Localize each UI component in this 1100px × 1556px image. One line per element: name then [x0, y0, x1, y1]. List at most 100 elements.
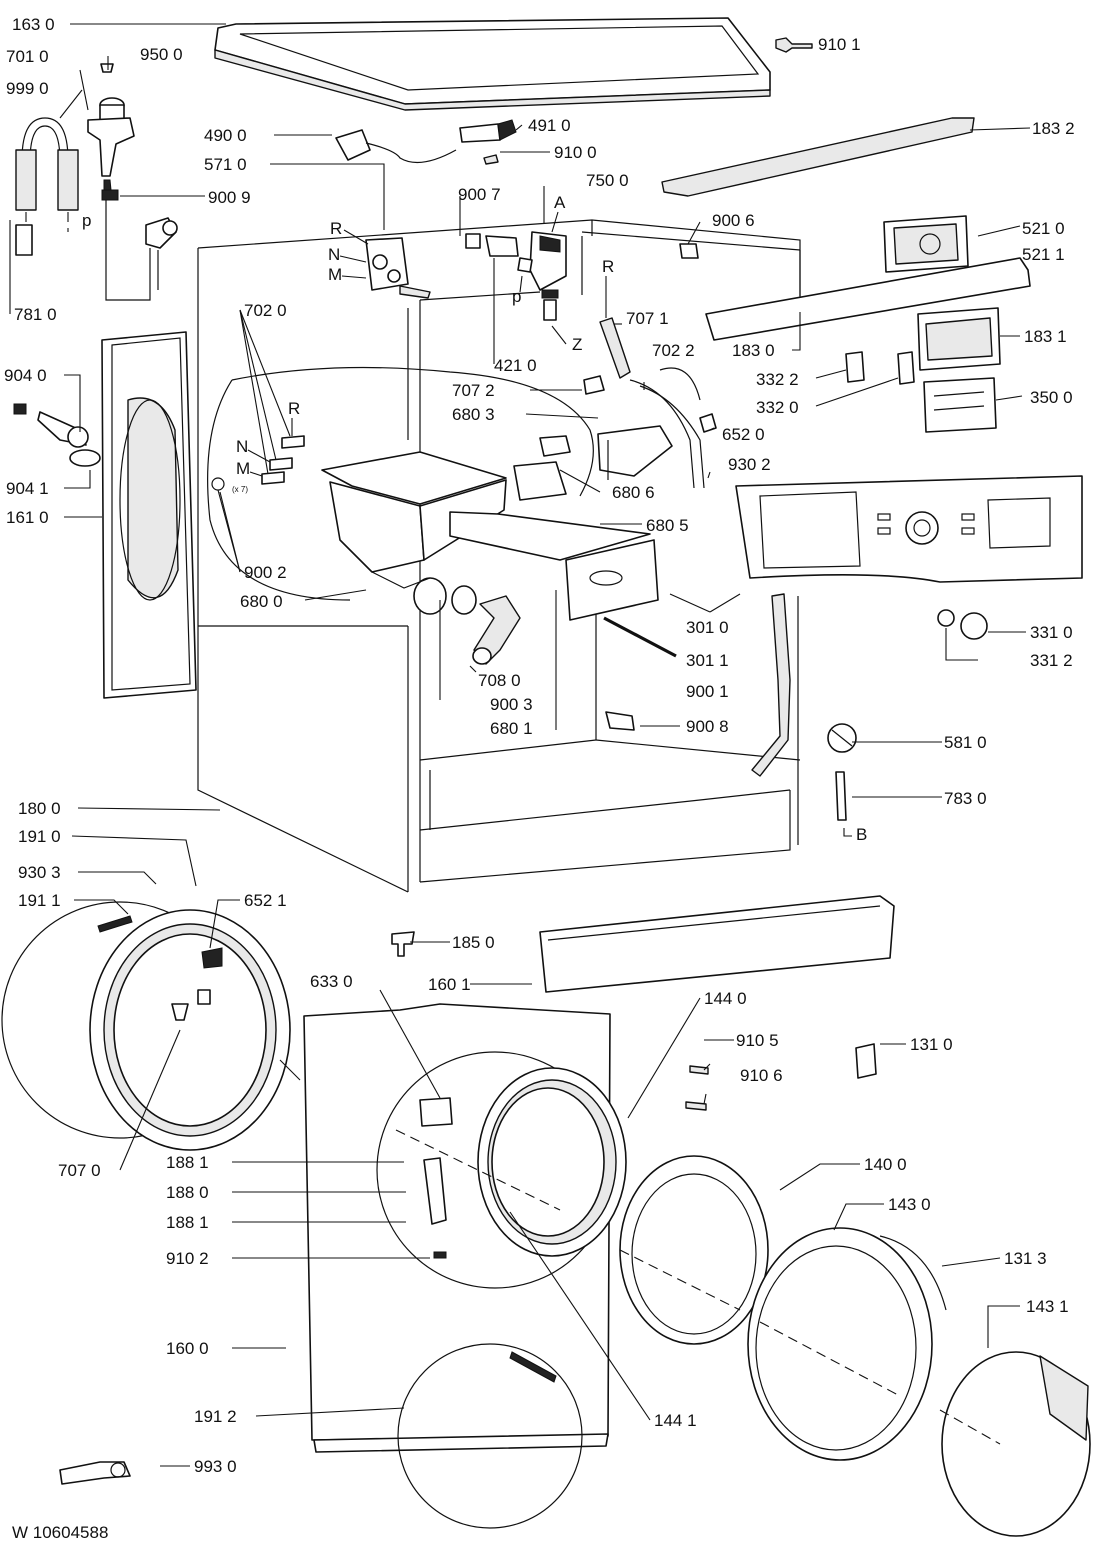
label-7071: 707 1 [626, 309, 669, 328]
door-ring-part [419, 1067, 627, 1257]
screw-9105 [689, 1065, 709, 1075]
label-9106: 910 6 [740, 1066, 783, 1085]
label-3500: 350 0 [1030, 388, 1073, 407]
inlet-valve-part [87, 63, 135, 201]
clip-7072-part [583, 375, 605, 395]
label-9009: 900 9 [208, 188, 251, 207]
label-6800: 680 0 [240, 592, 283, 611]
dispenser-bracket-part [597, 425, 673, 480]
pressure-switch-part [465, 231, 567, 321]
label-9303: 930 3 [18, 863, 61, 882]
wire-harness-part [751, 593, 791, 777]
label-9040: 904 0 [4, 366, 47, 385]
rod-7830 [835, 771, 847, 821]
cabinet-frame [197, 219, 801, 893]
label-6520: 652 0 [722, 425, 765, 444]
label-7010: 701 0 [6, 47, 49, 66]
letter-p-switch: p [512, 287, 521, 306]
letter-A: A [554, 193, 566, 212]
label-6803: 680 3 [452, 405, 495, 424]
control-panel-fascia [735, 475, 1083, 583]
program-knob-part [937, 609, 988, 640]
door-glass-part [941, 1351, 1091, 1537]
label-1431: 143 1 [1026, 1297, 1069, 1316]
label-1430: 143 0 [888, 1195, 931, 1214]
label-7500: 750 0 [586, 171, 629, 190]
valve-spring-parts [211, 435, 305, 491]
door-latch-part [855, 1043, 877, 1079]
label-1881b: 188 1 [166, 1213, 209, 1232]
label-9007: 900 7 [458, 185, 501, 204]
letter-R-hose: R [602, 257, 614, 276]
power-cord-part [335, 129, 457, 164]
label-4900: 490 0 [204, 126, 247, 145]
label-7080: 708 0 [478, 671, 521, 690]
label-3320: 332 0 [756, 398, 799, 417]
label-9008: 900 8 [686, 717, 729, 736]
pump-filter-part [13, 403, 101, 467]
label-9500: 950 0 [140, 45, 183, 64]
label-1601: 160 1 [428, 975, 471, 994]
hose-clamp-part [101, 189, 178, 301]
tub-outline [207, 366, 594, 601]
label-1800: 180 0 [18, 799, 61, 818]
label-4210: 421 0 [494, 356, 537, 375]
letter-M-valve: M [328, 265, 342, 284]
label-3010: 301 0 [686, 618, 729, 637]
drain-hose-7071-part [599, 317, 717, 489]
document-code: W 10604588 [12, 1523, 109, 1542]
clip-9006-part [679, 243, 699, 259]
bracket-3320-part [897, 351, 915, 385]
label-9006: 900 6 [712, 211, 755, 230]
dispenser-housing-part [321, 451, 507, 615]
inlet-hose-part [15, 117, 79, 256]
bellow-hose-part [451, 585, 521, 665]
label-1850: 185 0 [452, 933, 495, 952]
water-valve-571-part [365, 237, 431, 299]
label-5211: 521 1 [1022, 245, 1065, 264]
letter-N-spring: N [236, 437, 248, 456]
label-7072: 707 2 [452, 381, 495, 400]
label-1600: 160 0 [166, 1339, 209, 1358]
label-9003: 900 3 [490, 695, 533, 714]
label-9105: 910 5 [736, 1031, 779, 1050]
label-9101: 910 1 [818, 35, 861, 54]
letter-p-hose: p [82, 211, 91, 230]
drawer-seal-3011 [603, 616, 677, 658]
letter-R-spring: R [288, 399, 300, 418]
letter-R-valve: R [330, 219, 342, 238]
label-9002: 900 2 [244, 563, 287, 582]
label-7022: 702 2 [652, 341, 695, 360]
inner-door-part [619, 1155, 769, 1345]
label-9041: 904 1 [6, 479, 49, 498]
label-1910: 191 0 [18, 827, 61, 846]
label-3011: 301 1 [686, 651, 729, 670]
door-trim-part [879, 1235, 947, 1311]
label-1880: 188 0 [166, 1183, 209, 1202]
screw-9106 [685, 1101, 707, 1111]
label-1441: 144 1 [654, 1411, 697, 1430]
label-1630: 163 0 [12, 15, 55, 34]
label-3310: 331 0 [1030, 623, 1073, 642]
label-1400: 140 0 [864, 1155, 907, 1174]
label-6806: 680 6 [612, 483, 655, 502]
side-panel-part [101, 331, 197, 699]
label-6521: 652 1 [244, 891, 287, 910]
display-board-part [923, 377, 997, 433]
outer-door-part [747, 1227, 933, 1461]
label-7810: 781 0 [14, 305, 57, 324]
label-1832: 183 2 [1032, 119, 1075, 138]
kick-plate-part [539, 895, 895, 993]
label-3322: 332 2 [756, 370, 799, 389]
motor-part-5810 [827, 723, 857, 753]
label-9990: 999 0 [6, 79, 49, 98]
tool-9930-part [59, 1461, 131, 1485]
letter-callouts: R N M A p Z R p R N M B (x 7) [82, 193, 867, 844]
label-5210: 521 0 [1022, 219, 1065, 238]
letter-Z: Z [572, 335, 582, 354]
label-1310: 131 0 [910, 1035, 953, 1054]
letter-M-spring: M [236, 459, 250, 478]
label-1911: 191 1 [18, 891, 61, 910]
part-labels: 163 0 910 1 701 0 950 0 999 0 490 0 491 … [4, 15, 1075, 1476]
